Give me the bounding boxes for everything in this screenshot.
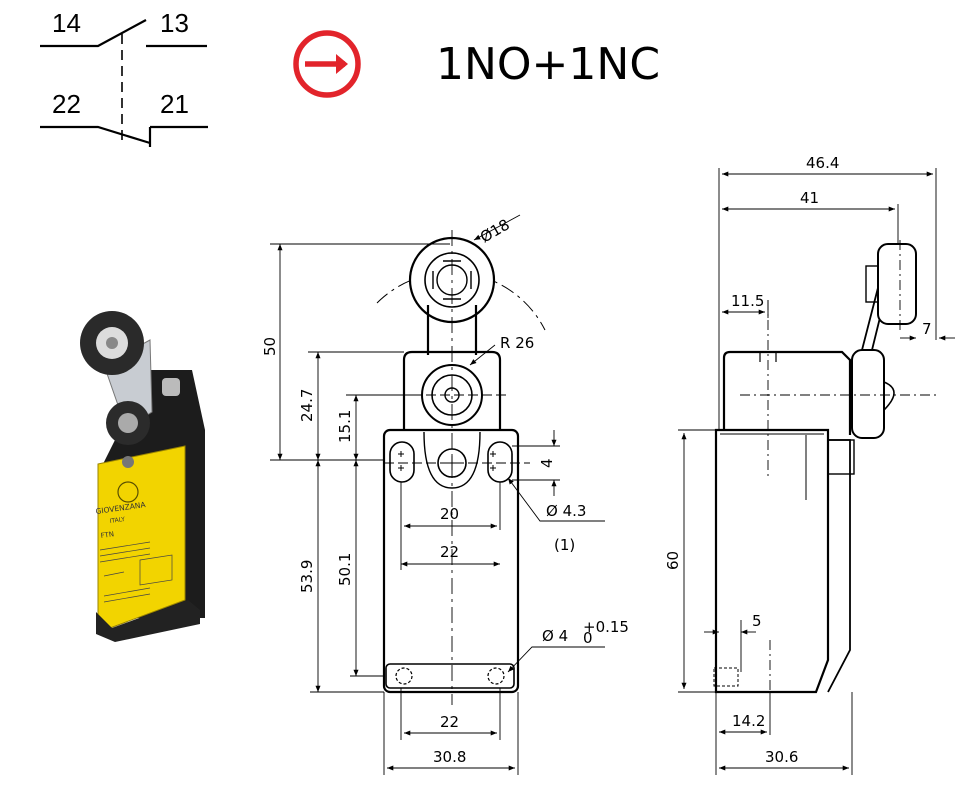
dim-bottom-hole-tol-upper: +0.15	[583, 618, 629, 636]
dim-height-body-holes: 50.1	[336, 553, 354, 586]
dim-hole-spacing-inner: 20	[440, 505, 459, 523]
front-view	[376, 230, 546, 705]
dim-note: (1)	[554, 536, 575, 554]
dim-hole-diameter: Ø 4.3	[546, 502, 586, 520]
contact-symbol: 14 13 22 21	[40, 8, 208, 147]
terminal-14-label: 14	[52, 8, 81, 38]
dim-height-total: 50	[261, 337, 279, 356]
dim-depth: 30.6	[765, 748, 798, 766]
dim-radius: R 26	[500, 334, 534, 352]
dim-bottom-hole-tol-lower: 0	[583, 629, 593, 647]
terminal-22-label: 22	[52, 89, 81, 119]
photo-origin: ITALY	[109, 516, 125, 525]
dim-roller-width: 7	[922, 320, 932, 338]
dim-width-total: 46.4	[806, 154, 839, 172]
dim-width: 30.8	[433, 748, 466, 766]
dim-roller-diameter: Ø18	[477, 215, 513, 246]
no-contact-line	[40, 19, 147, 48]
dim-offset-top: 11.5	[731, 292, 764, 310]
dim-hole-spacing-outer: 22	[440, 543, 459, 561]
dim-hole-position: 14.2	[732, 712, 765, 730]
side-dimensions	[678, 168, 955, 775]
dim-bottom-hole: Ø 4	[542, 627, 568, 645]
dim-height-upper: 24.7	[298, 389, 316, 422]
dim-width-to-roller: 41	[800, 189, 819, 207]
side-dimension-labels: 46.4 41 11.5 7 60 5 14.2 30.6	[664, 154, 932, 766]
dim-height-pivot: 15.1	[336, 410, 354, 443]
dim-hole-offset: 5	[752, 612, 762, 630]
front-dimensions	[270, 214, 605, 775]
direct-opening-arrow-icon	[293, 30, 361, 98]
terminal-21-label: 21	[160, 89, 189, 119]
dim-bottom-spacing: 22	[440, 713, 459, 731]
front-dimension-labels: Ø18 R 26 50 24.7 15.1 4 Ø 4.3 (1) 20 22 …	[261, 215, 629, 766]
dim-height: 60	[664, 551, 682, 570]
dim-height-body: 53.9	[298, 560, 316, 593]
contact-config-label: 1NO+1NC	[436, 39, 660, 90]
photo-model: FTN	[100, 530, 114, 540]
nc-contact-fixed	[148, 125, 208, 147]
side-view	[713, 240, 940, 694]
terminal-13-label: 13	[160, 8, 189, 38]
nc-contact-line	[40, 125, 151, 145]
dim-slot-height: 4	[538, 458, 556, 468]
product-photo: GIOVENZANA ITALY FTN	[80, 311, 205, 642]
